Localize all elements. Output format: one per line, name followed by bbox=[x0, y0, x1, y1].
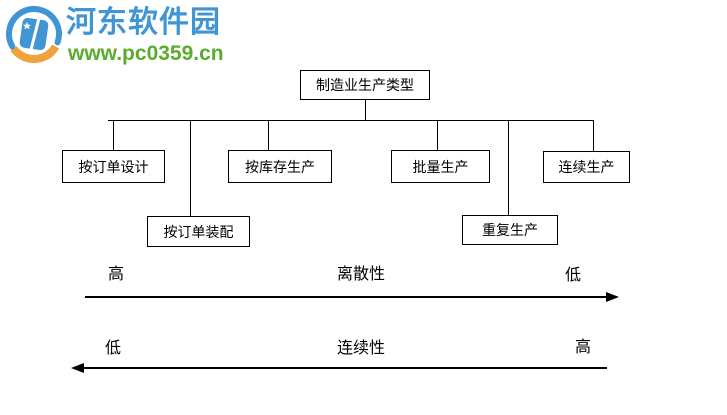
tree-connector-drop bbox=[190, 120, 191, 216]
axis-discreteness-right-label: 低 bbox=[565, 267, 582, 284]
tree-connector-stem bbox=[365, 100, 366, 120]
tree-connector-drop bbox=[508, 120, 509, 215]
star-icon bbox=[23, 22, 31, 30]
node-assemble-to-order: 按订单装配 bbox=[147, 216, 250, 247]
node-engineer-to-order: 按订单设计 bbox=[62, 150, 165, 183]
tree-connector-drop bbox=[268, 120, 269, 150]
tree-connector-bus bbox=[108, 120, 594, 121]
node-manufacturing-production-type: 制造业生产类型 bbox=[300, 70, 430, 100]
arrow-left-icon bbox=[71, 363, 84, 373]
arrow-right-icon bbox=[606, 292, 619, 302]
node-make-to-stock: 按库存生产 bbox=[228, 150, 332, 183]
axis-continuity-title: 连续性 bbox=[337, 340, 386, 357]
node-continuous-production: 连续生产 bbox=[543, 151, 630, 183]
axis-continuity-left-label: 低 bbox=[105, 340, 122, 357]
node-batch-production: 批量生产 bbox=[391, 150, 490, 183]
site-logo-icon bbox=[4, 4, 63, 63]
node-repetitive-production: 重复生产 bbox=[462, 215, 558, 245]
tree-connector-drop bbox=[113, 120, 114, 150]
axis-continuity-arrow-line bbox=[84, 367, 607, 369]
site-url[interactable]: www.pc0359.cn bbox=[68, 42, 224, 65]
tree-connector-drop bbox=[437, 120, 438, 150]
axis-discreteness-left-label: 高 bbox=[108, 266, 125, 283]
axis-discreteness-title: 离散性 bbox=[337, 266, 386, 283]
axis-discreteness-arrow-line bbox=[85, 296, 607, 298]
tree-connector-drop bbox=[593, 120, 594, 151]
site-name[interactable]: 河东软件园 bbox=[66, 6, 221, 39]
axis-continuity-right-label: 高 bbox=[575, 339, 592, 356]
site-logo[interactable]: 河东软件园 www.pc0359.cn bbox=[2, 4, 262, 66]
